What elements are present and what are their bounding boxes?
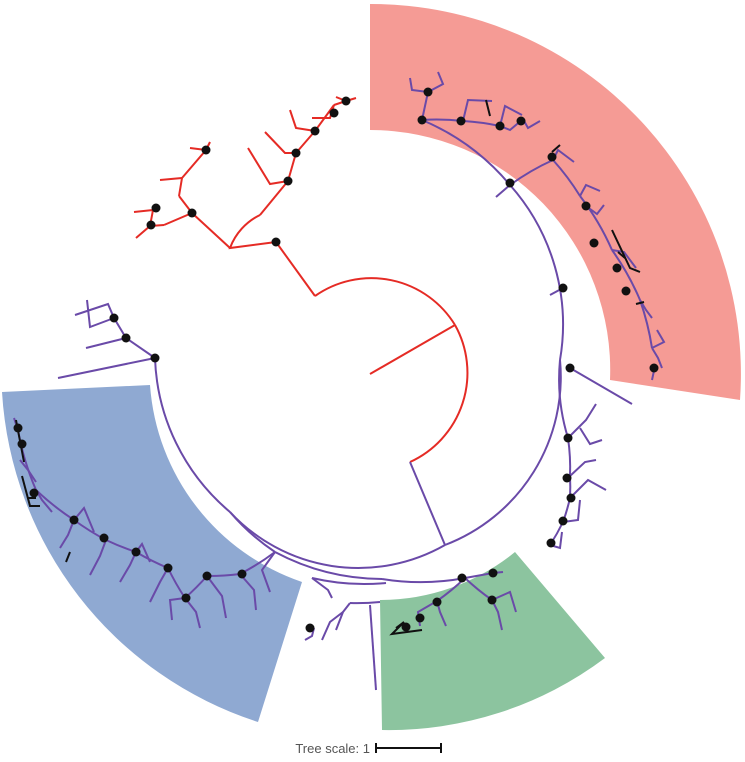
bottom-subtrees [304,577,387,691]
tree-scale-label: Tree scale: 1 [295,741,370,756]
clade-highlight-red [370,3,741,400]
clade-highlight-blue [2,385,302,722]
tree-scale-bar: Tree scale: 1 [295,741,442,756]
right-subtrees [549,359,607,550]
clade-highlight-green [380,552,605,731]
clade-highlights [2,3,741,731]
node-dots [13,87,659,633]
purple-clade-branches [57,184,633,584]
blue-region-subtrees [13,417,276,629]
red-clade-branches [133,96,469,463]
